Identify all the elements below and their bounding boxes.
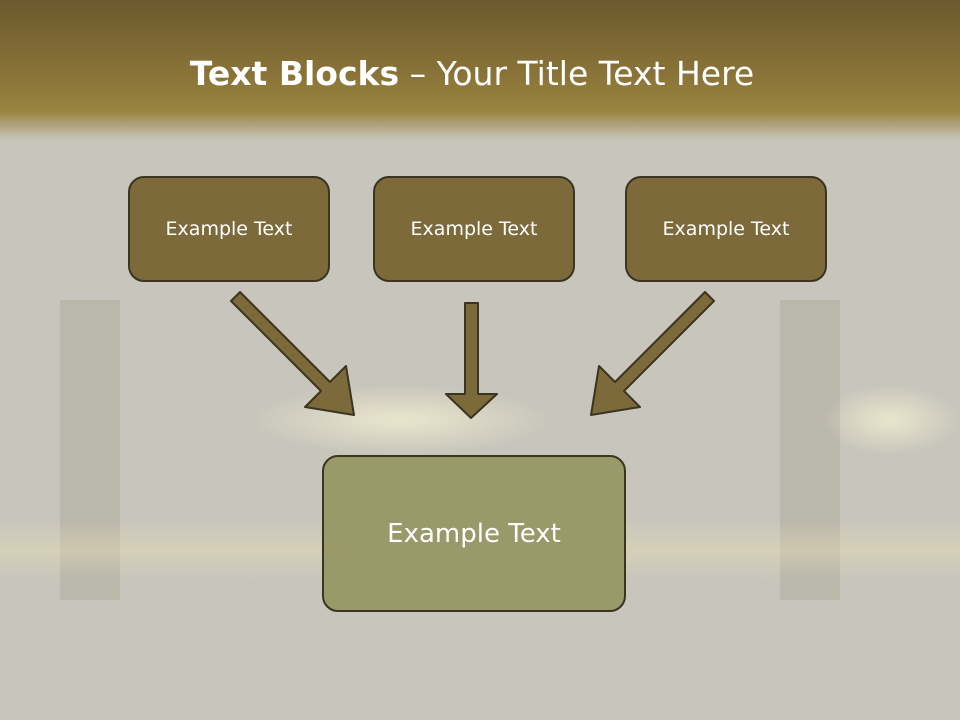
title-rest: – Your Title Text Here bbox=[399, 54, 755, 93]
target-text-block[interactable]: Example Text bbox=[322, 455, 626, 612]
background-pillar bbox=[60, 300, 120, 600]
header-band bbox=[0, 0, 960, 140]
text-block-label: Example Text bbox=[662, 218, 790, 240]
slide-title: Text Blocks – Your Title Text Here bbox=[0, 54, 944, 93]
title-bold: Text Blocks bbox=[189, 54, 400, 93]
arrow-center-down bbox=[445, 302, 498, 419]
text-block-left[interactable]: Example Text bbox=[128, 176, 330, 282]
text-block-right[interactable]: Example Text bbox=[625, 176, 827, 282]
target-text-label: Example Text bbox=[387, 518, 561, 549]
background-light bbox=[250, 385, 550, 455]
text-block-center[interactable]: Example Text bbox=[373, 176, 575, 282]
text-block-label: Example Text bbox=[410, 218, 538, 240]
arrow-left-diagonal bbox=[230, 291, 355, 416]
text-block-label: Example Text bbox=[165, 218, 293, 240]
background-light bbox=[820, 385, 960, 455]
arrow-right-diagonal bbox=[590, 291, 715, 416]
